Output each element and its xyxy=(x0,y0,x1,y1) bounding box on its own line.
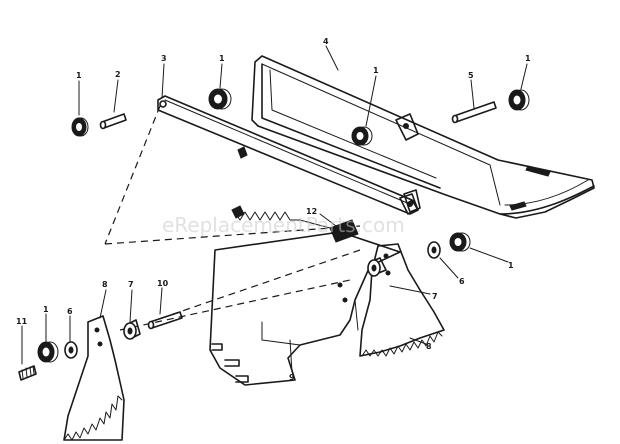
callout-4: 4 xyxy=(323,37,329,46)
bushing-7b xyxy=(123,319,141,340)
callout-1d: 1 xyxy=(525,54,531,63)
callout-12: 12 xyxy=(306,207,317,216)
screw-11 xyxy=(18,365,37,381)
callout-2: 2 xyxy=(115,70,121,79)
assembly-lines xyxy=(104,105,361,331)
anti-kickback-pawl-right xyxy=(359,243,445,357)
guard-housing xyxy=(251,55,595,219)
hex-nut-1e xyxy=(449,232,471,252)
callout-10: 10 xyxy=(157,279,169,288)
callout-7a: 7 xyxy=(432,292,438,301)
callout-9: 9 xyxy=(289,373,295,382)
support-arm xyxy=(157,95,419,215)
pivot-pin-2 xyxy=(99,113,127,130)
hex-nut-1b xyxy=(208,88,232,110)
callout-1b: 1 xyxy=(219,54,225,63)
callout-1a: 1 xyxy=(76,71,82,80)
callout-1e: 1 xyxy=(508,261,514,270)
hex-nut-1f xyxy=(37,341,59,363)
hex-nut-1a xyxy=(71,117,89,137)
pivot-pin-5 xyxy=(451,101,497,124)
callout-8a: 8 xyxy=(426,342,432,351)
callout-8b: 8 xyxy=(102,280,108,289)
callout-11: 11 xyxy=(16,317,28,326)
callout-7b: 7 xyxy=(128,280,134,289)
callout-1f: 1 xyxy=(43,305,49,314)
bushing-7a xyxy=(367,257,387,277)
anti-kickback-pawl-left xyxy=(63,315,125,441)
callout-1c: 1 xyxy=(373,66,379,75)
leader-lines xyxy=(21,45,528,373)
callout-5: 5 xyxy=(468,71,474,80)
callout-6b: 6 xyxy=(67,307,73,316)
washer-6b xyxy=(64,341,78,359)
spreader-plate xyxy=(209,231,401,386)
callout-6a: 6 xyxy=(459,277,465,286)
watermark: eReplacementParts.com xyxy=(162,213,405,237)
hex-nut-1c xyxy=(351,126,373,146)
spring xyxy=(231,205,359,243)
hex-nut-1d xyxy=(508,89,530,111)
pivot-pin-10 xyxy=(147,311,183,330)
washer-6a xyxy=(427,241,441,259)
hardware-parts xyxy=(18,88,530,381)
callout-numbers: 1 2 3 1 4 1 5 1 12 1 6 7 8 8 7 10 9 11 1… xyxy=(16,37,531,382)
callout-3: 3 xyxy=(161,54,167,63)
